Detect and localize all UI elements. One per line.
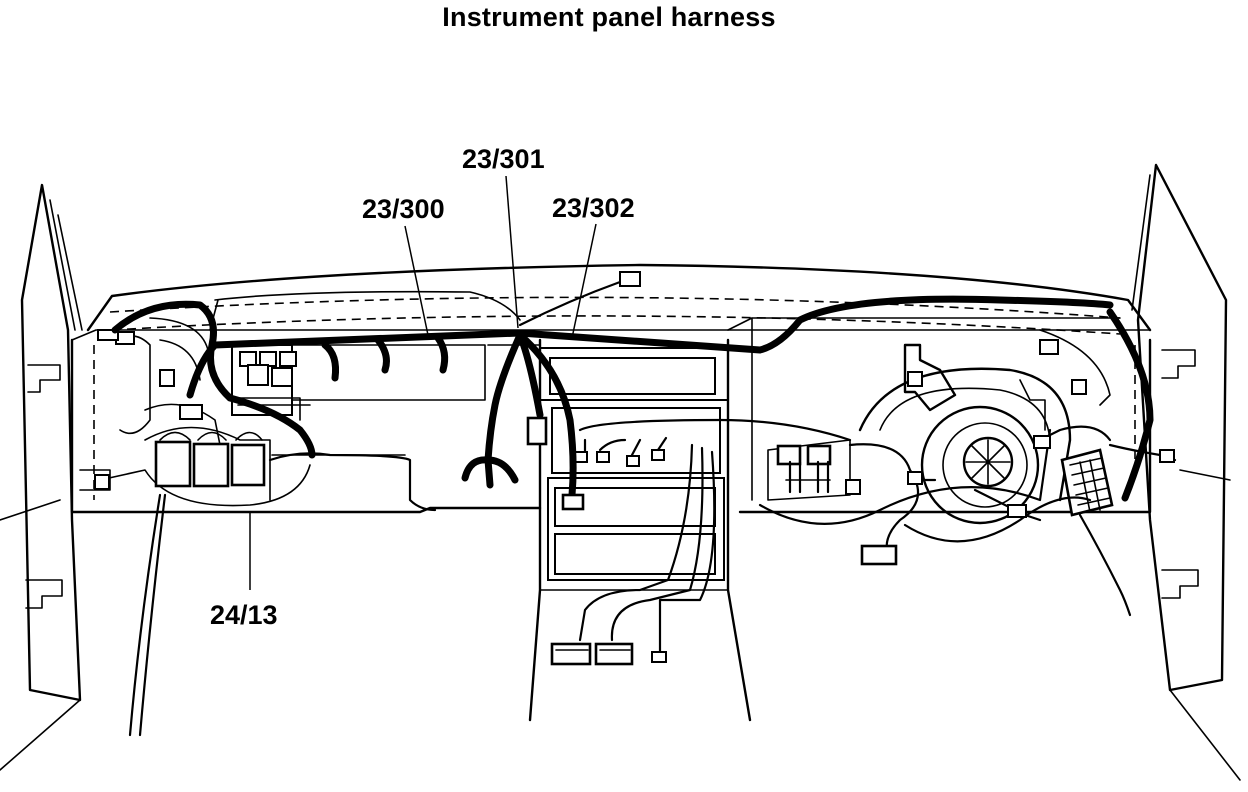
upper-connector — [518, 271, 641, 327]
fuse-relay-center — [231, 344, 541, 421]
left-door-frame — [0, 183, 83, 771]
left-instrument-area — [79, 317, 311, 507]
main-harness — [111, 295, 1154, 511]
callout-leaders — [249, 175, 597, 590]
console-wiring — [550, 418, 852, 666]
callout-23-300: 23/300 — [362, 194, 445, 224]
callout-23-301: 23/301 — [462, 144, 545, 174]
right-side-components — [758, 329, 1177, 617]
right-door-frame — [1131, 163, 1241, 781]
diagram-title: Instrument panel harness — [442, 2, 776, 32]
left-floor-wires — [128, 452, 437, 737]
callout-24-13: 24/13 — [210, 600, 278, 630]
callout-23-302: 23/302 — [552, 193, 635, 223]
